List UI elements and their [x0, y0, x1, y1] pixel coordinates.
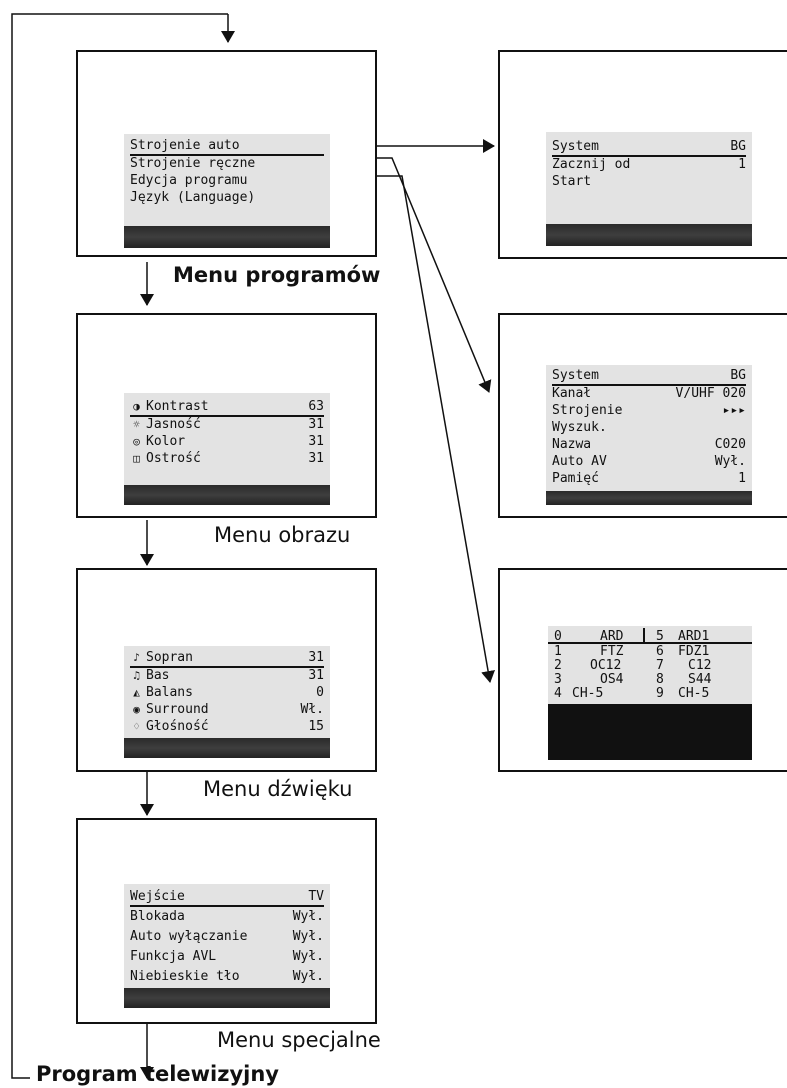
- menu-item-program-edit[interactable]: Edycja programu: [130, 173, 248, 188]
- program-name[interactable]: ARD1: [678, 629, 710, 644]
- menu-status-bar: [124, 485, 330, 505]
- menu-item-start[interactable]: Start: [552, 174, 592, 189]
- menu-item-search[interactable]: Wyszuk.: [552, 420, 607, 435]
- menu-item-manual-tuning[interactable]: Strojenie ręczne: [130, 156, 256, 171]
- volume-icon: ♢: [133, 720, 140, 733]
- caption-special-menu: Menu specjalne: [217, 1028, 381, 1052]
- program-number: 5: [656, 629, 664, 644]
- treble-icon: ♪: [133, 651, 140, 664]
- surround-icon: ◉: [133, 703, 140, 716]
- loop-line: [11, 13, 228, 1079]
- program-name[interactable]: CH-5: [678, 686, 710, 701]
- program-name[interactable]: CH-5: [572, 686, 604, 701]
- program-number: 3: [554, 672, 562, 687]
- program-number: 6: [656, 644, 664, 659]
- cursor-marker: [643, 628, 645, 644]
- color-icon: ◎: [133, 435, 140, 448]
- sharpness-icon: ◫: [133, 452, 140, 465]
- program-number: 7: [656, 658, 664, 673]
- brightness-icon: ☼: [133, 418, 140, 431]
- menu-item-auto-tuning[interactable]: Strojenie auto: [130, 137, 324, 156]
- balance-icon: ◭: [133, 686, 140, 699]
- caption-picture-menu: Menu obrazu: [214, 523, 351, 547]
- caption-sound-menu: Menu dźwięku: [203, 777, 353, 801]
- menu-item-fine-tuning[interactable]: Strojenie▸▸▸: [552, 403, 746, 418]
- program-name[interactable]: C12: [688, 658, 712, 673]
- program-menu-frame: Strojenie auto Strojenie ręczne Edycja p…: [76, 50, 377, 257]
- menu-status-bar: [124, 988, 330, 1008]
- program-number: 8: [656, 672, 664, 687]
- caption-program-menu: Menu programów: [173, 263, 381, 287]
- bass-icon: ♫: [133, 669, 140, 682]
- menu-status-bar: [124, 738, 330, 758]
- program-number: 9: [656, 686, 664, 701]
- contrast-icon: ◑: [133, 400, 140, 413]
- program-name[interactable]: S44: [688, 672, 712, 687]
- program-edit-frame: 0 ARD 5 ARD1 1 FTZ 6 FDZ1 2 OC12 7 C12 3…: [498, 568, 787, 772]
- program-name[interactable]: OC12: [590, 658, 622, 673]
- program-name[interactable]: OS4: [600, 672, 624, 687]
- caption-tv-program: Program telewizyjny: [36, 1062, 279, 1086]
- program-number: 4: [554, 686, 562, 701]
- program-name[interactable]: FTZ: [600, 644, 624, 659]
- program-number: 2: [554, 658, 562, 673]
- header-divider: [548, 642, 752, 644]
- program-number: 1: [554, 644, 562, 659]
- program-number: 0: [554, 629, 562, 644]
- program-name[interactable]: ARD: [600, 629, 624, 644]
- menu-status-bar: [546, 491, 752, 505]
- program-name[interactable]: FDZ1: [678, 644, 710, 659]
- program-menu-screen: Strojenie auto Strojenie ręczne Edycja p…: [124, 134, 330, 248]
- menu-status-bar: [124, 226, 330, 248]
- menu-item-language[interactable]: Język (Language): [130, 190, 256, 205]
- menu-status-bar: [548, 704, 752, 760]
- menu-status-bar: [546, 224, 752, 246]
- program-edit-screen: 0 ARD 5 ARD1 1 FTZ 6 FDZ1 2 OC12 7 C12 3…: [548, 626, 752, 760]
- program-list: 0 ARD 5 ARD1 1 FTZ 6 FDZ1 2 OC12 7 C12 3…: [548, 628, 752, 708]
